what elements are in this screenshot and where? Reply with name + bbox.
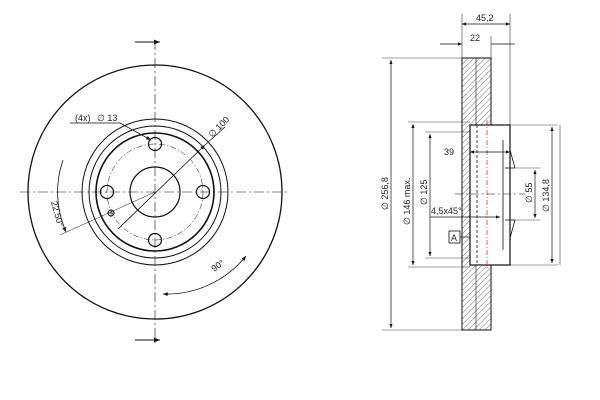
side-view: 45,2 22 39 4,5x45° A ∅ 256,8 ∅ 146 max. …	[380, 13, 561, 331]
hat-inner-label: ∅ 134,8	[541, 179, 551, 212]
small-hole-angle-ray	[59, 191, 156, 236]
swept-diameter-label: ∅ 146 max.	[402, 178, 412, 225]
bolt-hole-left	[99, 184, 115, 200]
bolt-angle-arc	[162, 255, 247, 297]
center-bore	[129, 166, 181, 218]
outer-diameter-label: ∅ 256,8	[380, 177, 390, 210]
bolt-hole-bottom	[147, 232, 163, 248]
chamfer-label: 4,5x45°	[431, 206, 462, 216]
chamfer-top	[509, 149, 516, 169]
chamfer-bottom	[509, 219, 516, 239]
bolt-hole-leader	[119, 122, 152, 141]
center-bore-label: ∅ 55	[524, 183, 534, 203]
small-hole-angle-label: 22.50°	[49, 200, 66, 228]
bolt-hole-top	[147, 136, 163, 152]
hat-section	[469, 124, 511, 266]
pcd-leader	[117, 144, 206, 230]
bolt-hole-label: ∅ 13	[97, 113, 117, 123]
hat-inner-circle	[88, 125, 222, 259]
hat-height-label: 39	[444, 147, 454, 157]
overall-thickness-label: 45,2	[476, 13, 494, 23]
bolt-hole-right	[195, 184, 211, 200]
pitch-circle	[106, 143, 204, 241]
datum-label: A	[451, 233, 457, 243]
hat-outer-circle	[81, 118, 229, 266]
hole-count-label: (4x)	[75, 113, 91, 123]
small-hole-angle-arc	[57, 159, 67, 233]
hat-diameter-label: ∅ 125	[419, 180, 429, 205]
pcd-label: ∅ 100	[206, 114, 231, 139]
disc-thickness-label: 22	[470, 33, 480, 43]
pcd-leader-ext	[204, 126, 226, 146]
bolt-angle-label: 90°	[209, 257, 226, 273]
hat-face-circle	[95, 132, 215, 252]
outer-disc-edge	[27, 64, 283, 320]
front-view: ∅ 100 (4x) ∅ 13 22.50° 90°	[20, 39, 290, 345]
